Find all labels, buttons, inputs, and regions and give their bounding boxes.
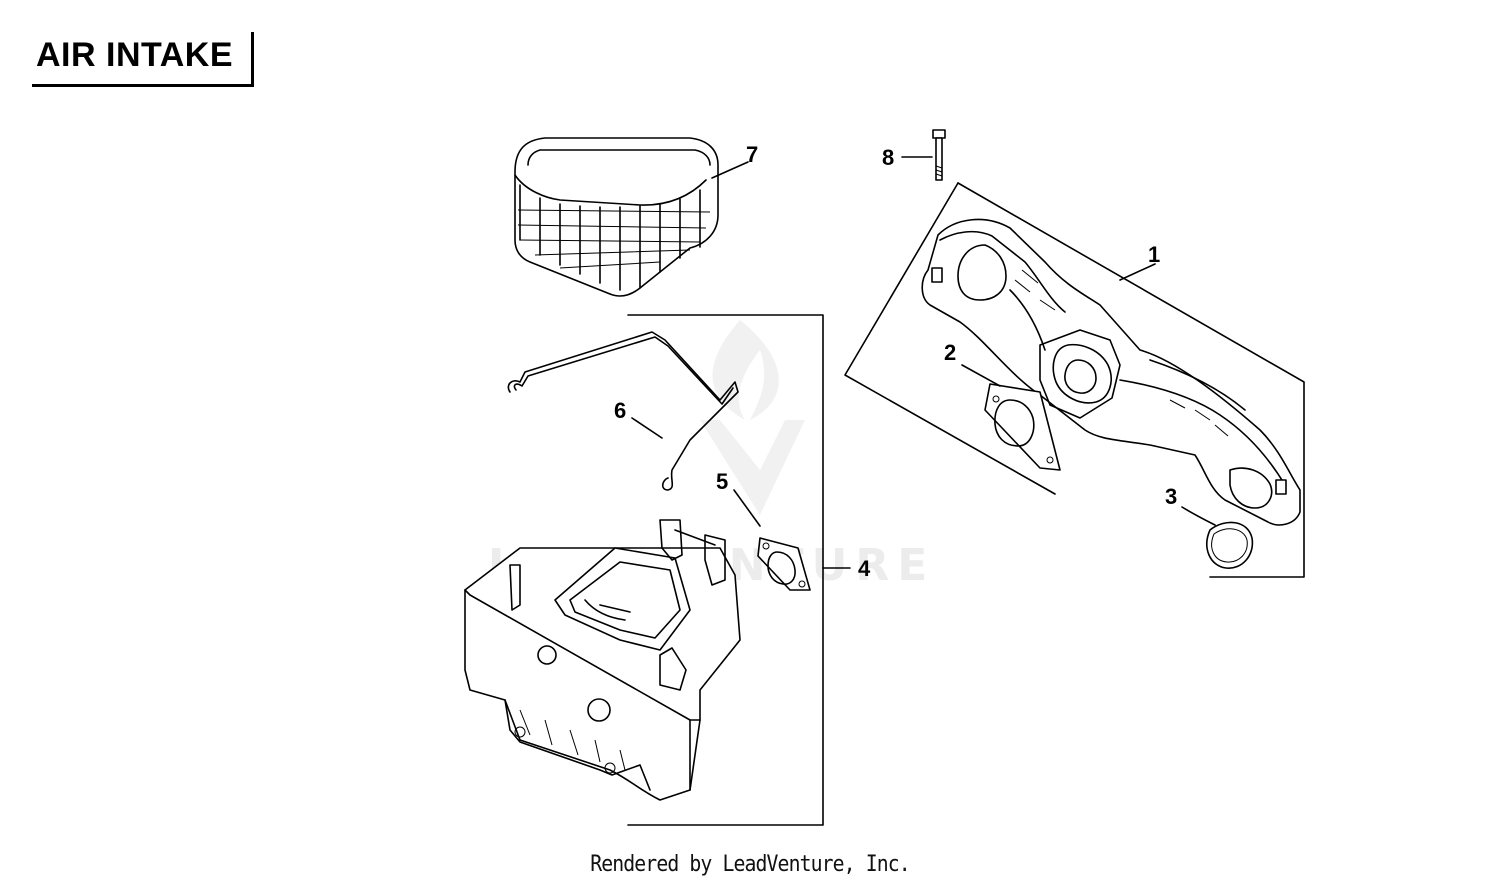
leader-line-1 [1119,263,1156,281]
part-5-gasket[interactable] [757,537,811,591]
leader-line-6 [631,417,663,439]
leader-line-3 [1181,506,1216,526]
part-1-intake-manifold[interactable] [921,218,1301,526]
group-bracket-1-left [844,182,1056,495]
part-4-air-cleaner-base[interactable] [464,519,741,801]
part-3-o-ring[interactable] [1206,521,1254,569]
part-6-retaining-wire[interactable] [507,331,739,491]
callout-7[interactable]: 7 [746,142,758,167]
callout-8[interactable]: 8 [882,145,894,170]
page-title: AIR INTAKE [36,36,234,74]
title-box: AIR INTAKE [32,32,254,87]
part-8-screw[interactable] [932,129,946,181]
leader-line-5 [733,489,761,527]
group-bracket-1 [957,182,1305,578]
callout-6[interactable]: 6 [614,398,626,423]
callout-1[interactable]: 1 [1148,242,1160,267]
callout-5[interactable]: 5 [716,469,728,494]
callout-2[interactable]: 2 [944,340,956,365]
footer-credit: Rendered by LeadVenture, Inc. [590,852,910,877]
part-7-air-filter[interactable] [514,137,719,297]
callout-4[interactable]: 4 [858,556,871,581]
callout-3[interactable]: 3 [1165,484,1177,509]
leader-line-2 [961,364,1001,387]
part-2-gasket[interactable] [984,383,1061,471]
group-bracket-4 [627,314,824,826]
leader-line-7 [711,161,749,179]
